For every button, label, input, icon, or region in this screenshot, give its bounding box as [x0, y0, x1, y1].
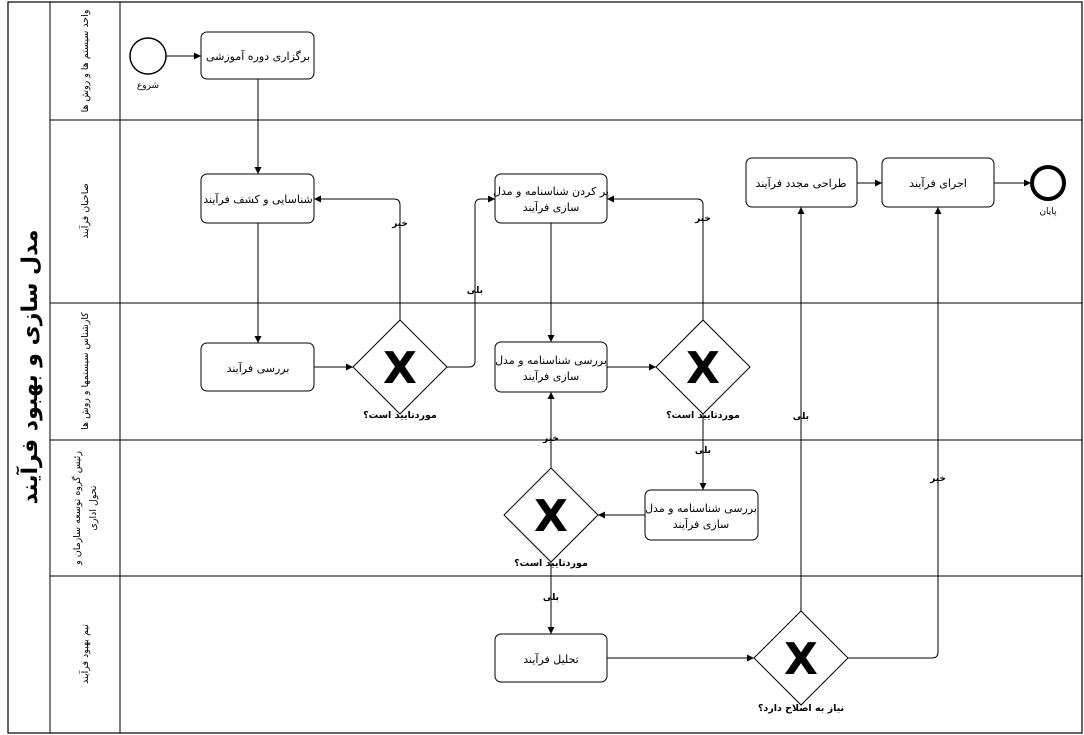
task-training-course[interactable]: برگزاری دوره آموزشی — [200, 31, 315, 80]
end-event-label: پایان — [1039, 207, 1057, 217]
task-label-line2: سازی فرآیند — [523, 200, 580, 214]
task-label: شناسایی و کشف فرآیند — [203, 192, 312, 206]
task-label-line2: سازی فرآیند — [673, 517, 730, 531]
start-event-label: شروع — [137, 81, 159, 91]
sequence-flows — [166, 52, 1031, 662]
lane-label-dev-head-line2: تحول اداری — [88, 485, 99, 530]
lane-label-systems-unit: واحد سیستم ها و روش ها — [80, 10, 91, 113]
task-label: تحلیل فرآیند — [523, 652, 579, 666]
gateway-x-icon: X — [534, 491, 568, 542]
gateway-approved-2[interactable]: X — [655, 319, 751, 415]
lane-label-process-owners: صاحبان فرآیند — [78, 183, 91, 239]
end-event[interactable] — [1030, 165, 1066, 201]
gateway-approved-3[interactable]: X — [503, 467, 599, 563]
task-label-line1: پر کردن شناسنامه و مدل — [493, 185, 609, 198]
start-event[interactable] — [129, 37, 167, 75]
gateway-x-icon: X — [686, 343, 720, 394]
gateway-question-4: نیاز به اصلاح دارد؟ — [758, 703, 844, 714]
edge-label-yes-3: بلی — [543, 593, 559, 603]
task-review-process[interactable]: بررسی فرآیند — [200, 342, 315, 392]
gateway-x-icon: X — [383, 343, 417, 394]
task-review-id-card-expert[interactable]: بررسی شناسنامه و مدل سازی فرآیند — [494, 341, 608, 393]
task-label: بررسی فرآیند — [227, 361, 290, 375]
task-execute-process[interactable]: اجرای فرآیند — [881, 157, 995, 208]
gateway-approved-1[interactable]: X — [352, 319, 448, 415]
edge-label-yes-2: بلی — [695, 446, 711, 456]
edge-label-no-4: خیر — [929, 474, 946, 484]
gateway-needs-fix[interactable]: X — [753, 610, 849, 706]
task-label: طراحی مجدد فرآیند — [755, 176, 846, 190]
lane-label-systems-expert: کارشناس سیستمها و روش ها — [80, 312, 91, 430]
lane-label-improvement-team: تیم بهبود فرآیند — [78, 624, 91, 684]
task-analyze-process[interactable]: تحلیل فرآیند — [494, 633, 608, 683]
edge-label-no-1: خیر — [391, 219, 408, 229]
task-label: برگزاری دوره آموزشی — [206, 49, 310, 63]
edge-label-yes-4: بلی — [793, 412, 809, 422]
task-fill-id-card-and-model[interactable]: پر کردن شناسنامه و مدل سازی فرآیند — [493, 173, 609, 224]
task-label-line2: سازی فرآیند — [523, 369, 580, 383]
flow-gateway2-no — [607, 195, 704, 320]
task-review-id-card-head[interactable]: بررسی شناسنامه و مدل سازی فرآیند — [644, 489, 759, 541]
task-label: اجرای فرآیند — [909, 176, 967, 190]
edge-label-yes-1: بلی — [467, 286, 483, 296]
task-label-line1: بررسی شناسنامه و مدل — [495, 354, 607, 367]
flow-gateway4-no — [848, 207, 942, 659]
task-identify-process[interactable]: شناسایی و کشف فرآیند — [200, 173, 315, 224]
edge-label-no-2: خیر — [694, 214, 711, 224]
task-redesign-process[interactable]: طراحی مجدد فرآیند — [745, 157, 858, 208]
edge-label-no-3: خیر — [542, 434, 559, 444]
pool-title: مدل سازی و بهبود فرآیند — [15, 230, 43, 505]
task-label-line1: بررسی شناسنامه و مدل — [645, 502, 757, 515]
lane-label-dev-head-line1: رئیس گروه توسعه سازمان و — [71, 451, 83, 566]
flow-gateway1-no — [314, 195, 401, 320]
flow-gateway1-yes — [447, 195, 495, 368]
gateway-x-icon: X — [784, 634, 818, 685]
gateway-question-1: موردتایید است؟ — [363, 410, 437, 421]
